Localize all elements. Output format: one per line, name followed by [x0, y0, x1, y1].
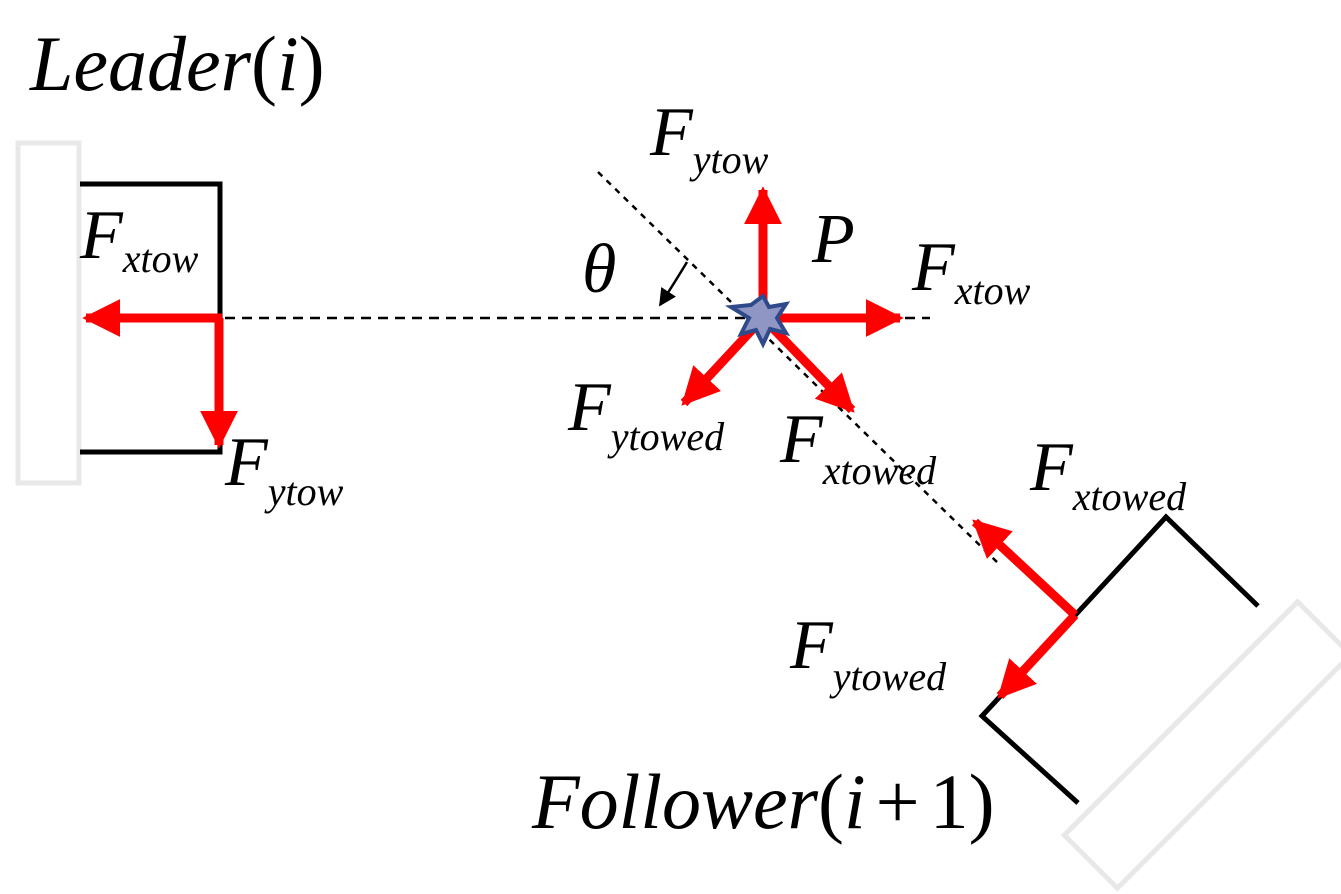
follower-fxtowed-arrow	[971, 518, 1079, 619]
leader-ghost-body	[15, 140, 82, 486]
follower-ghost-body	[1060, 598, 1341, 892]
leader-paren-open: (	[251, 20, 277, 107]
follower-paren-close: )	[969, 758, 995, 845]
label-pivot-fxtowed: Fxtowed	[779, 401, 937, 493]
label-follower-fytowed: Fytowed	[789, 607, 947, 699]
leader-title: Leader(i)	[29, 20, 325, 107]
label-leader-fytow: Fytow	[224, 424, 344, 514]
label-pivot-fytow: Fytow	[649, 94, 769, 182]
pivot-point-star	[724, 293, 791, 349]
tow-line-diagonal	[597, 171, 1001, 566]
leader-name: Leader	[29, 20, 252, 107]
pivot-fxtowed-arrow	[759, 314, 856, 414]
leader-index: i	[277, 20, 299, 107]
label-leader-fxtow: Fxtow	[79, 197, 199, 281]
angle-theta-arc	[658, 261, 689, 307]
follower-plus: +	[876, 758, 920, 845]
follower-title: Follower(i+1)	[531, 758, 995, 845]
label-follower-fxtowed: Fxtowed	[1029, 429, 1187, 519]
follower-fytowed-arrow	[996, 611, 1079, 700]
label-pivot-p: P	[811, 201, 855, 278]
label-pivot-fytowed: Fytowed	[567, 369, 725, 459]
follower-name: Follower	[531, 758, 819, 845]
follower-body	[978, 513, 1260, 805]
leader-paren-close: )	[299, 20, 325, 107]
label-angle-theta: θ	[582, 231, 616, 308]
follower-one: 1	[930, 758, 969, 845]
label-pivot-fxtow: Fxtow	[911, 229, 1031, 313]
follower-paren-open: (	[818, 758, 844, 845]
follower-index: i	[844, 758, 866, 845]
